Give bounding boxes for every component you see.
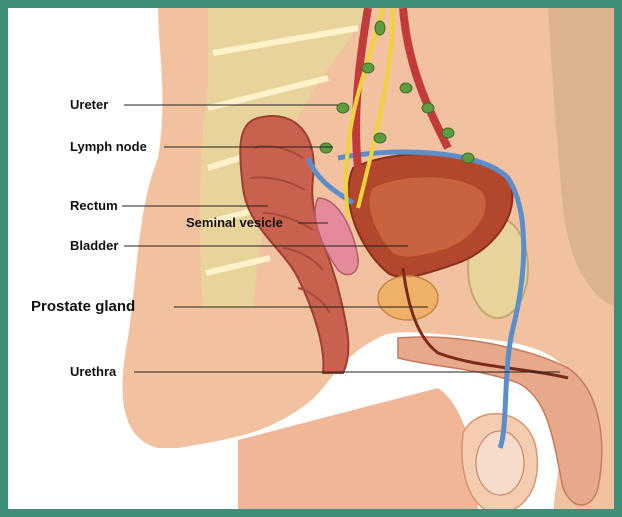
anatomy-illustration (8, 8, 622, 517)
label-lymph-node: Lymph node (70, 140, 147, 154)
label-bladder: Bladder (70, 239, 118, 253)
label-seminal-vesicle: Seminal vesicle (186, 216, 283, 230)
label-urethra: Urethra (70, 365, 116, 379)
label-prostate-gland: Prostate gland (31, 299, 135, 315)
label-rectum: Rectum (70, 199, 118, 213)
label-ureter: Ureter (70, 98, 108, 112)
